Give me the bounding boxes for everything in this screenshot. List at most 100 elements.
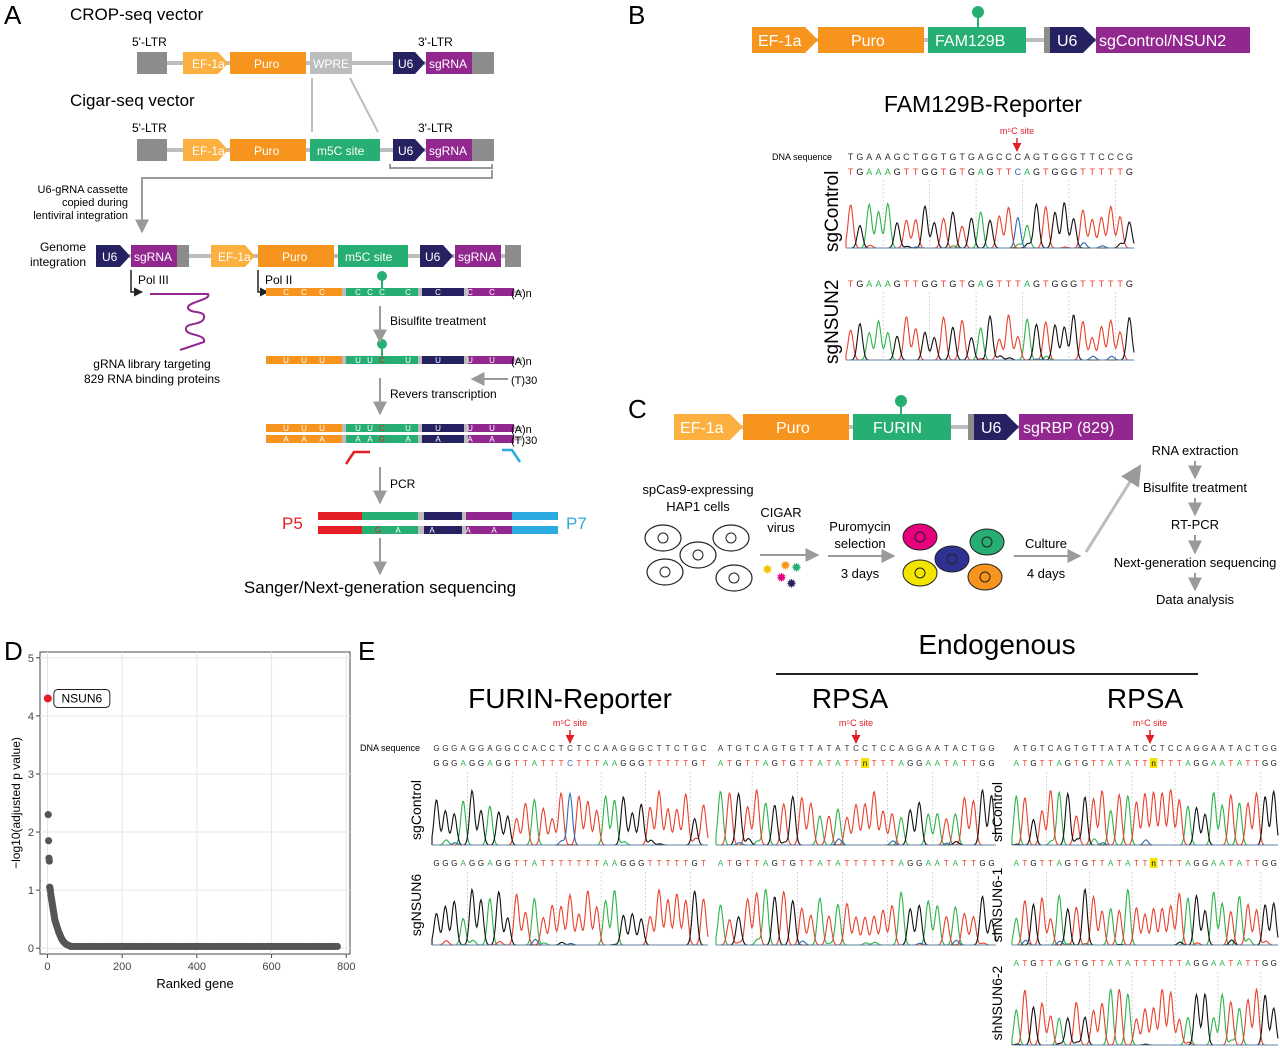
b-ctrl-seq-base-19: A bbox=[1024, 167, 1030, 177]
b-ctrl-seq-base-14: A bbox=[978, 167, 984, 177]
rna-0-base-5: C bbox=[379, 288, 385, 297]
rna-0-base-7: C bbox=[435, 288, 441, 297]
b-dna-base-4: A bbox=[885, 152, 891, 162]
d-point-1 bbox=[44, 837, 53, 845]
u6-label: U6 bbox=[398, 57, 414, 71]
e-furin-sgcontrol-seq-base-18: T bbox=[594, 759, 599, 768]
e-dna-1-base-27: C bbox=[961, 744, 967, 753]
g-sgrna-label-2: sgRNA bbox=[458, 250, 496, 264]
b-u6-arrow bbox=[1050, 27, 1096, 53]
final-step: Sanger/Next-generation sequencing bbox=[244, 578, 516, 597]
e-rpsa-shnsun6-2-seq-base-23: A bbox=[1211, 959, 1217, 968]
b-sg-box bbox=[1096, 27, 1250, 53]
e-dna-1-base-16: C bbox=[862, 744, 868, 753]
e-rpsa-sgcontrol-seq-base-4: T bbox=[754, 759, 759, 768]
b-nsun2-seq-base-16: T bbox=[997, 279, 1003, 289]
rna-3-base-6: A bbox=[405, 435, 411, 444]
e-rpsa-shnsun6-1-seq-base-12: T bbox=[1117, 859, 1122, 868]
ef1a-label-2: EF-1a bbox=[192, 144, 225, 158]
d-xtick-label-1: 200 bbox=[113, 961, 131, 973]
rna-1-base-5: C bbox=[379, 356, 385, 365]
pcr-base-1: A bbox=[395, 526, 401, 535]
e-furin-sgnsun6-seq-base-6: A bbox=[487, 859, 493, 868]
e-dna-2-base-16: C bbox=[1151, 744, 1157, 753]
rna-3-base-3: A bbox=[355, 435, 361, 444]
b-nsun2-seq-base-14: A bbox=[978, 279, 984, 289]
rna-2-segment-5 bbox=[464, 424, 468, 432]
oligo-dt-label: (T)30 bbox=[511, 375, 537, 387]
e-dna-0-base-25: T bbox=[657, 744, 662, 753]
rna-1-segment-6 bbox=[468, 356, 514, 364]
sgrna-box bbox=[426, 52, 472, 74]
pcr-base-4: A bbox=[491, 526, 497, 535]
e-dna-1-base-5: A bbox=[763, 744, 769, 753]
e-rpsa-sgnsun6-seq-base-30: G bbox=[988, 859, 994, 868]
d-ytick-label-5: 5 bbox=[28, 653, 34, 665]
e-dna-1-base-30: G bbox=[988, 744, 994, 753]
b-dna-base-20: G bbox=[1033, 152, 1040, 162]
b-site-label: m⁵C site bbox=[1000, 126, 1034, 136]
b-dna-base-7: T bbox=[913, 152, 919, 162]
c-virus-label-2: virus bbox=[767, 520, 795, 535]
e-site-label-2: m⁵C site bbox=[839, 718, 873, 728]
e-rpsa-shnsun6-2-seq-base-27: T bbox=[1246, 959, 1251, 968]
b-nsun2-seq-base-19: A bbox=[1024, 279, 1030, 289]
step-rt: Revers transcription bbox=[390, 387, 497, 401]
rna-0-base-0: C bbox=[283, 288, 289, 297]
e-rpsa-sgnsun6-seq-base-3: T bbox=[745, 859, 750, 868]
e-rpsa-shcontrol-seq-highlight bbox=[1149, 758, 1158, 768]
e-dna-1-base-29: G bbox=[979, 744, 985, 753]
e-rpsa-sgnsun6-seq-base-23: A bbox=[926, 859, 932, 868]
c-puro-label: Puro bbox=[776, 420, 810, 437]
c-arrow-workflow bbox=[1084, 464, 1142, 553]
e-furin-sgcontrol-seq-base-2: G bbox=[451, 759, 457, 768]
wpre-box bbox=[310, 52, 352, 74]
panel-a-letter: A bbox=[4, 0, 22, 30]
u6-arrow bbox=[393, 52, 425, 74]
rna-1-segment-4 bbox=[422, 356, 464, 364]
e-rpsa-shnsun6-1-seq-base-0: A bbox=[1014, 859, 1020, 868]
e-rpsa-shcontrol-seq-base-3: T bbox=[1040, 759, 1045, 768]
e-dna-0-base-1: G bbox=[442, 744, 448, 753]
e-dna-0-base-18: C bbox=[594, 744, 600, 753]
cell-magenta-nucleus bbox=[914, 531, 926, 543]
pcr-top-segment-2 bbox=[424, 512, 462, 520]
rna-1-base-0: U bbox=[283, 356, 289, 365]
rna-2-segment-0 bbox=[266, 424, 342, 432]
e-furin-sgcontrol-seq-base-28: T bbox=[683, 759, 688, 768]
e-rpsa-shnsun6-2-seq-base-5: A bbox=[1057, 959, 1063, 968]
e-endogenous-label: Endogenous bbox=[918, 629, 1075, 660]
e-rpsa-shnsun6-1-seq-base-11: A bbox=[1108, 859, 1114, 868]
e-dna-2-base-0: A bbox=[1014, 744, 1020, 753]
e-dna-2-base-9: T bbox=[1091, 744, 1096, 753]
e-rpsa-shcontrol-seq-base-1: T bbox=[1022, 759, 1027, 768]
e-dna-1-base-17: T bbox=[872, 744, 877, 753]
e-dna-1-base-2: G bbox=[735, 744, 741, 753]
e-dna-2-base-17: T bbox=[1160, 744, 1165, 753]
e-dna-0-base-4: G bbox=[469, 744, 475, 753]
c-workflow-3: RT-PCR bbox=[1171, 517, 1219, 532]
c-plain-cells bbox=[644, 524, 753, 592]
e-dna-2-base-6: G bbox=[1065, 744, 1071, 753]
panel-c-letter: C bbox=[628, 394, 647, 424]
g-ef1a-arrow bbox=[211, 245, 255, 267]
b-nsun2-seq-base-29: T bbox=[1117, 279, 1123, 289]
ltr5-label: 5'-LTR bbox=[132, 35, 167, 49]
b-nsun2-seq-base-27: T bbox=[1099, 279, 1105, 289]
e-rpsa-shcontrol-seq-base-26: A bbox=[1237, 759, 1243, 768]
e-rpsa-sgcontrol-seq-base-22: G bbox=[916, 759, 922, 768]
cell-1-nucleus bbox=[657, 532, 669, 544]
c-workflow-4: Next-generation sequencing bbox=[1114, 555, 1277, 570]
e-rpsa-sgcontrol-trace-channel-C bbox=[716, 838, 996, 846]
rna-0-segment-4 bbox=[422, 288, 464, 296]
p7-primer bbox=[502, 448, 522, 463]
e-furin-sgnsun6-seq-base-3: A bbox=[460, 859, 466, 868]
b-dna-base-13: G bbox=[968, 152, 975, 162]
e-furin-sgcontrol-seq-base-8: G bbox=[505, 759, 511, 768]
m5c-label: m5C site bbox=[317, 144, 365, 158]
puro-label-2: Puro bbox=[254, 144, 280, 158]
p7-adapter-bottom bbox=[512, 526, 558, 534]
e-furin-sgcontrol-seq-base-17: T bbox=[585, 759, 590, 768]
pcr-top-segment-0 bbox=[362, 512, 418, 520]
e-dna-0-base-21: G bbox=[620, 744, 626, 753]
